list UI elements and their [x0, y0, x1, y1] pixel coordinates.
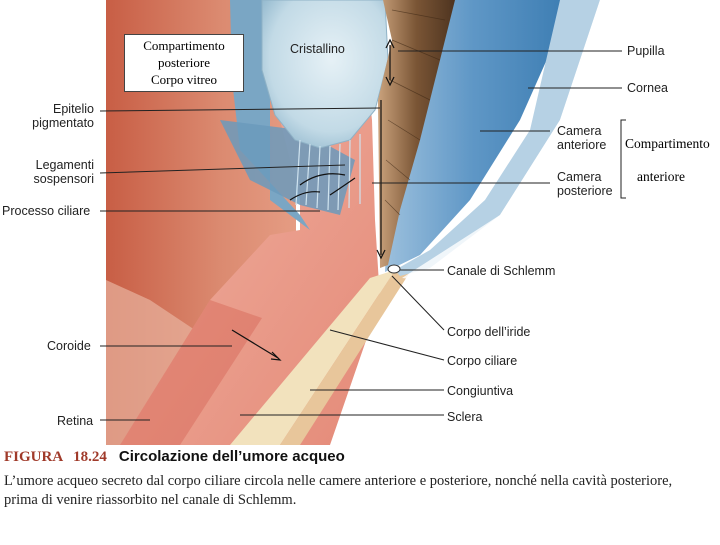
figure-word: FIGURA [4, 449, 64, 465]
label-camera-anteriore: Camera anteriore [557, 124, 606, 152]
label-sclera: Sclera [447, 410, 483, 424]
cornea-outer [402, 0, 612, 280]
conjunctiva-band [280, 270, 410, 445]
zonules-region [230, 0, 310, 230]
label-camera-anteriore-line1: Camera [557, 124, 602, 138]
posterior-compartment-box: Compartimento posteriore Corpo vitreo [124, 34, 244, 92]
box-line1: Compartimento [143, 38, 225, 53]
label-congiuntiva: Congiuntiva [447, 384, 514, 398]
label-pupilla: Pupilla [627, 44, 665, 58]
label-retina: Retina [57, 414, 94, 428]
label-corpo-iride: Corpo dell’iride [447, 325, 531, 339]
figure-caption: L’umore acqueo secreto dal corpo ciliare… [4, 473, 673, 508]
label-camera-posteriore-line2: posteriore [557, 184, 613, 198]
schlemm-canal [387, 264, 401, 274]
suspensory-ligaments [295, 134, 361, 211]
label-canale-schlemm: Canale di Schlemm [447, 264, 556, 278]
label-camera-posteriore-line1: Camera [557, 170, 602, 184]
label-coroide: Coroide [47, 339, 91, 353]
iris-fibres [384, 9, 446, 216]
choroid-layer [120, 300, 262, 445]
figure-heading: Circolazione dell’umore acqueo [118, 448, 345, 465]
box-line3: Corpo vitreo [150, 72, 218, 87]
aqueous-flow-arrows [231, 38, 395, 361]
label-processo-ciliare: Processo ciliare [2, 204, 91, 218]
label-cornea: Cornea [627, 81, 668, 95]
label-epitelio-line1: Epitelio [53, 102, 94, 116]
label-compartimento-line1: Compartimento [625, 136, 710, 151]
lens [261, 0, 389, 149]
figure-title: FIGURA 18.24 Circolazione dell’umore acque… [4, 448, 345, 466]
label-compartimento-line2: anteriore [637, 169, 685, 184]
label-legamenti-sospensori: Legamenti sospensori [8, 158, 94, 186]
label-epitelio-pigmentato: Epitelio pigmentato [8, 102, 94, 130]
label-camera-anteriore-line2: anteriore [557, 138, 607, 152]
label-legamenti-line1: Legamenti [35, 158, 94, 172]
label-legamenti-line2: sospensori [33, 172, 94, 186]
label-epitelio-line2: pigmentato [32, 116, 94, 130]
label-cristallino: Cristallino [290, 42, 345, 56]
label-corpo-ciliare: Corpo ciliare [447, 354, 518, 368]
sclera-band [230, 270, 395, 445]
label-camera-posteriore: Camera posteriore [557, 170, 613, 198]
figure-number: 18.24 [73, 449, 107, 465]
cornea [395, 0, 600, 276]
iris [378, 0, 455, 268]
box-line2: posteriore [158, 55, 210, 70]
